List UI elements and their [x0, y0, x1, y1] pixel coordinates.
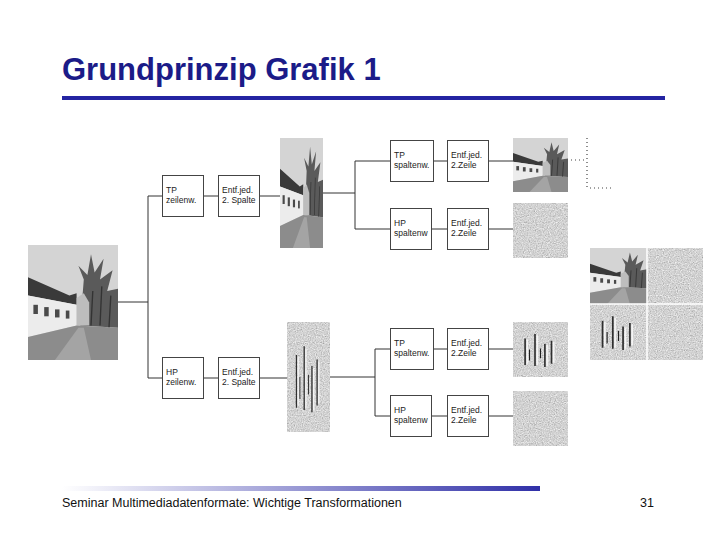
connector	[204, 378, 218, 379]
lh-photo	[513, 203, 568, 258]
tree-lines	[118, 161, 513, 416]
dots	[586, 138, 587, 190]
footer-text: Seminar Multimediadatenformate: Wichtige…	[62, 496, 402, 510]
process-box: HP spaltenw	[390, 395, 432, 437]
split-line	[330, 349, 390, 416]
edge-structure	[296, 346, 318, 412]
process-box: Entf.jed. 2.Zeile	[447, 395, 489, 437]
ll-photo	[513, 138, 568, 192]
process-box: Entf.jed. 2. Spalte	[218, 357, 260, 399]
connector	[434, 161, 447, 162]
dots	[571, 159, 585, 160]
process-box: TP spaltenw.	[390, 140, 434, 182]
page-number: 31	[640, 496, 654, 510]
process-box: Entf.jed. 2. Spalte	[218, 175, 260, 217]
connector	[432, 416, 447, 417]
split-line	[323, 161, 390, 229]
process-box: Entf.jed. 2.Zeile	[447, 140, 489, 182]
composite-hl	[590, 304, 647, 360]
composite-grid	[590, 248, 703, 360]
highpass-photo	[287, 322, 330, 432]
slide-title: Grundprinzip Grafik 1	[62, 52, 381, 88]
connector	[432, 229, 447, 230]
box-label: HP spaltenw	[394, 406, 428, 426]
hl-photo	[513, 322, 568, 377]
source-photo	[28, 245, 118, 360]
box-label: Entf.jed. 2. Spalte	[222, 368, 256, 388]
feed-line	[489, 161, 513, 416]
process-box: TP zeilenw.	[162, 175, 204, 217]
box-label: Entf.jed. 2. Spalte	[222, 186, 256, 206]
process-box: Entf.jed. 2.Zeile	[447, 208, 489, 250]
box-label: Entf.jed. 2.Zeile	[451, 339, 485, 359]
box-label: TP spaltenw.	[394, 339, 430, 359]
footer-rule	[62, 486, 540, 491]
box-label: HP spaltenw	[394, 219, 428, 239]
hh-photo	[513, 391, 568, 446]
box-label: HP zeilenw.	[166, 368, 200, 388]
edge-structure	[525, 334, 554, 367]
box-label: Entf.jed. 2.Zeile	[451, 151, 485, 171]
process-box: Entf.jed. 2.Zeile	[447, 328, 489, 370]
composite-hh	[647, 304, 703, 360]
feed-line	[260, 196, 287, 378]
lowpass-photo	[280, 138, 323, 248]
process-box: HP zeilenw.	[162, 357, 204, 399]
continuation-dots	[571, 138, 614, 190]
dots	[590, 187, 614, 188]
process-box: TP spaltenw.	[390, 328, 434, 370]
composite-lh	[647, 248, 703, 304]
edge-structure	[603, 316, 633, 350]
box-label: TP spaltenw.	[394, 151, 430, 171]
process-box: HP spaltenw	[390, 208, 432, 250]
box-label: Entf.jed. 2.Zeile	[451, 219, 485, 239]
connector	[204, 196, 218, 197]
box-label: TP zeilenw.	[166, 186, 200, 206]
box-label: Entf.jed. 2.Zeile	[451, 406, 485, 426]
title-rule	[62, 96, 665, 100]
composite-ll	[590, 248, 647, 304]
split-line	[118, 196, 162, 378]
connector	[434, 349, 447, 350]
